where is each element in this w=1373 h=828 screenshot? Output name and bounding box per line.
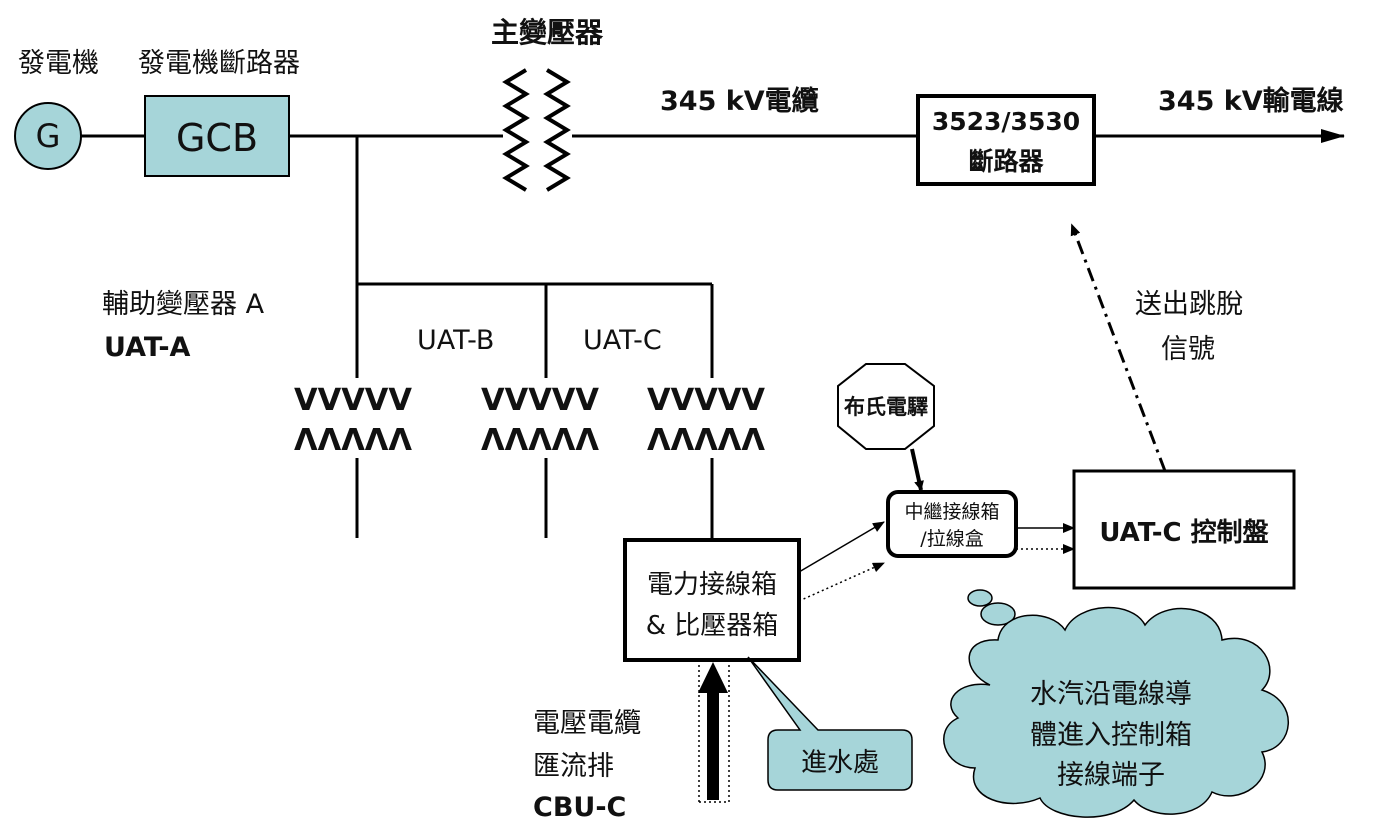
busbar-label-line3: CBU-C bbox=[533, 792, 626, 823]
moisture-cloud-line1: 水汽沿電線導 bbox=[1030, 679, 1192, 710]
busbar-arrow-head bbox=[698, 662, 728, 693]
generator-letter: G bbox=[36, 117, 61, 155]
trip-signal-line1: 送出跳脫 bbox=[1135, 289, 1243, 320]
power-to-junction-line bbox=[798, 521, 885, 573]
uat-b-coil-bottom: ΛΛΛΛΛ bbox=[481, 423, 600, 458]
buchholz-relay-label: 布氏電驛 bbox=[844, 395, 928, 419]
busbar-label-line1: 電壓電纜 bbox=[533, 708, 641, 739]
power-junction-box bbox=[623, 538, 801, 662]
uat-a-coil-bottom: ΛΛΛΛΛ bbox=[294, 423, 413, 458]
trip-signal-arrow bbox=[1070, 223, 1167, 472]
uat-c-coil-bottom: ΛΛΛΛΛ bbox=[647, 423, 766, 458]
junction-box bbox=[886, 490, 1018, 558]
control-panel-label: UAT-C 控制盤 bbox=[1099, 518, 1269, 548]
gcb-box-label: GCB bbox=[176, 116, 258, 160]
uat-b-coil-top: VVVVV bbox=[481, 383, 600, 418]
uat-a-label-line2: UAT-A bbox=[104, 332, 191, 363]
power-junction-box-line1: 電力接線箱 bbox=[647, 570, 777, 600]
transmission-line-label: 345 kV輸電線 bbox=[1158, 85, 1344, 117]
breaker-box bbox=[916, 94, 1096, 186]
uat-c-coil-top: VVVVV bbox=[647, 383, 766, 418]
main-transformer-primary-coil bbox=[502, 68, 530, 192]
busbar-label-line2: 匯流排 bbox=[533, 751, 614, 782]
generator-caption: 發電機 bbox=[18, 48, 99, 79]
relay-to-junction-arrow bbox=[910, 448, 924, 491]
breaker-label-line2: 斷路器 bbox=[968, 147, 1044, 176]
main-transformer-secondary-coil bbox=[543, 68, 571, 192]
moisture-cloud-line2: 體進入控制箱 bbox=[1030, 720, 1192, 751]
buchholz-relay-octagon bbox=[837, 363, 935, 450]
junction-box-line1: 中繼接線箱 bbox=[904, 501, 999, 523]
busbar-arrow-shaft bbox=[707, 690, 719, 800]
cloud-bubble-medium bbox=[980, 602, 1016, 626]
water-entry-callout bbox=[747, 656, 913, 791]
cloud-bubble-small bbox=[967, 589, 993, 607]
power-to-junction-dotted bbox=[798, 562, 885, 602]
moisture-cloud-line3: 接線端子 bbox=[1057, 760, 1165, 791]
uat-a-label-line1: 輔助變壓器 A bbox=[102, 289, 265, 320]
water-entry-label: 進水處 bbox=[801, 748, 879, 778]
gcb-caption: 發電機斷路器 bbox=[138, 48, 300, 79]
trip-signal-line2: 信號 bbox=[1161, 334, 1215, 365]
junction-box-line2: /拉線盒 bbox=[920, 528, 983, 550]
main-transformer-label: 主變壓器 bbox=[491, 16, 604, 49]
cable-345-label: 345 kV電纜 bbox=[660, 85, 819, 117]
uat-c-label: UAT-C bbox=[583, 325, 662, 356]
power-junction-box-line2: & 比壓器箱 bbox=[646, 611, 779, 641]
breaker-label-line1: 3523/3530 bbox=[932, 107, 1080, 136]
control-panel-box bbox=[1072, 469, 1296, 590]
uat-b-label: UAT-B bbox=[417, 325, 494, 356]
moisture-cloud bbox=[943, 606, 1289, 818]
uat-a-coil-top: VVVVV bbox=[294, 383, 413, 418]
gcb-box bbox=[144, 95, 290, 177]
